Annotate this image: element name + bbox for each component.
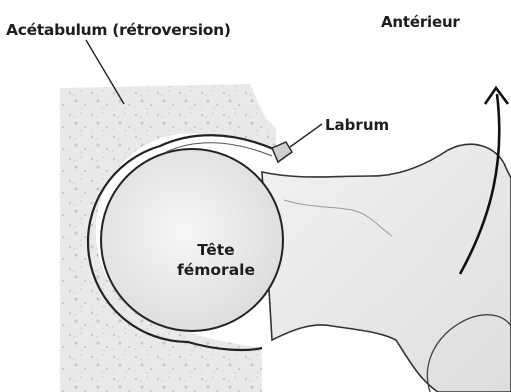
femoral-head-label: Tête fémorale: [166, 240, 266, 280]
anterior-label: Antérieur: [381, 13, 460, 31]
femoral-head-label-line1: Tête: [166, 240, 266, 260]
femoral-neck: [262, 144, 511, 392]
labrum-leader-line: [290, 124, 322, 147]
acetabulum-label: Acétabulum (rétroversion): [6, 21, 231, 39]
labrum-label: Labrum: [325, 116, 389, 134]
femoral-head-label-line2: fémorale: [166, 260, 266, 280]
